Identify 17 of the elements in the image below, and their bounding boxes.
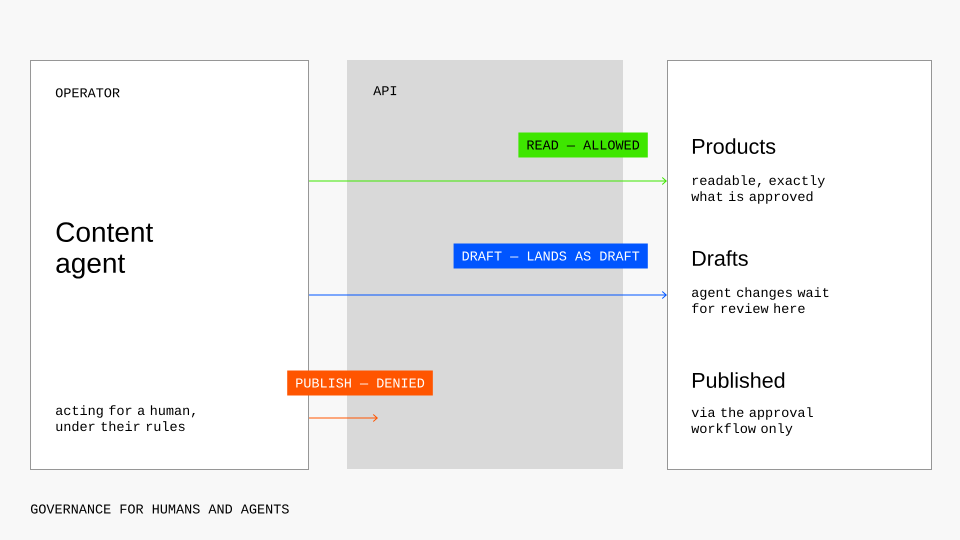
arrow bbox=[308, 414, 378, 422]
edge-label: DRAFT — LANDS AS DRAFT bbox=[454, 244, 648, 268]
edge-label: READ — ALLOWED bbox=[518, 132, 648, 158]
section-heading: Drafts bbox=[692, 250, 748, 266]
caption: GOVERNANCE FOR HUMANS AND AGENTS bbox=[30, 504, 289, 514]
description-text: agent changes wait for review here bbox=[692, 287, 828, 314]
arrow bbox=[308, 177, 667, 185]
column-heading: API bbox=[373, 86, 396, 96]
section-heading: Published bbox=[692, 372, 784, 388]
column-heading: OPERATOR bbox=[56, 88, 120, 98]
edge-label: PUBLISH — DENIED bbox=[287, 370, 433, 396]
arrow bbox=[308, 291, 667, 299]
agent-title: Content agent bbox=[56, 222, 154, 279]
section-heading: Products bbox=[692, 138, 776, 154]
description-text: acting for a human, under their rules bbox=[56, 405, 195, 432]
description-text: via the approval workflow only bbox=[691, 407, 813, 436]
description-text: readable, exactly what is approved bbox=[691, 175, 825, 204]
